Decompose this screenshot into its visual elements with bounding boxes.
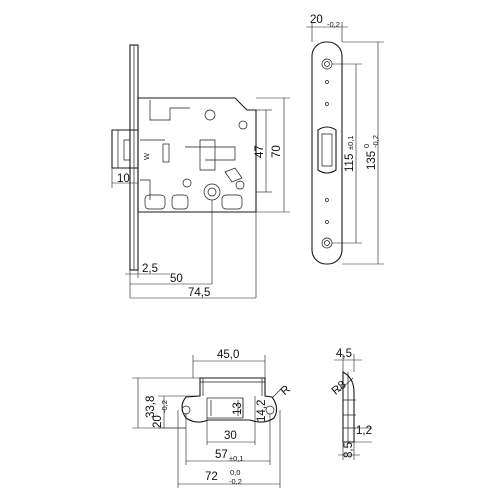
side-dim-4-5-label: 4,5 <box>336 348 352 360</box>
strike-height-label: 20 <box>152 415 164 428</box>
faceplate-hole-spacing-label: 115 <box>344 154 356 172</box>
dim-50-label: 50 <box>170 273 183 285</box>
faceplate-latch-opening <box>317 126 337 174</box>
faceplate-top-screw-hole <box>321 58 333 70</box>
faceplate-hole-spacing-tol: ±0,1 <box>346 135 355 150</box>
strike-dim-14-2-label: 14,2 <box>256 400 268 422</box>
strike-dim-45-label: 45,0 <box>217 349 239 361</box>
strike-side-profile <box>342 371 355 443</box>
dim-2-5-label: 2,5 <box>142 263 158 275</box>
strike-left-screw-hole <box>181 405 191 415</box>
faceplate-view: 20 -0,2 115 ±0,1 135 0 -0,2 <box>306 14 384 265</box>
dim-10-label: 10 <box>117 173 130 185</box>
faceplate-width-tol: -0,2 <box>327 20 340 29</box>
side-dim-8-5-label: 8,5 <box>343 442 355 458</box>
strike-side-view: 4,5 R8 1,2 8,5 <box>330 348 372 460</box>
side-radius-label: R8 <box>330 379 349 398</box>
faceplate-width-label: 20 <box>310 14 323 26</box>
faceplate-outline <box>311 41 343 265</box>
faceplate-length-tol-upper: 0 <box>362 144 371 148</box>
dim-74-5-label: 74,5 <box>188 287 210 299</box>
lock-body-view: W 47 70 10 <box>111 44 290 299</box>
side-dim-1-2-label: 1,2 <box>356 425 372 437</box>
strike-hole-spacing-tol: ±0,1 <box>229 454 244 463</box>
strike-dim-13-label: 13 <box>232 402 244 415</box>
strike-plate-outline <box>181 377 278 423</box>
strike-hole-spacing-label: 57 <box>215 449 228 461</box>
svg-text:W: W <box>142 152 151 160</box>
faceplate-length-tol-lower: -0,2 <box>371 135 380 148</box>
strike-plate-view: 45,0 33,8 20 -0,2 13 14,2 R 30 57 ±0,1 <box>132 349 293 488</box>
strike-height-tol: -0,2 <box>160 400 169 413</box>
strike-length-tol-upper: 0,0 <box>230 468 240 477</box>
strike-dim-33-8-label: 33,8 <box>145 396 157 418</box>
dim-70-label: 70 <box>271 145 283 158</box>
strike-radius-label: R <box>279 383 293 398</box>
strike-length-label: 72 <box>205 471 218 483</box>
strike-dim-30-label: 30 <box>224 430 237 442</box>
dim-47-label: 47 <box>254 145 266 158</box>
faceplate-length-label: 135 <box>366 151 378 170</box>
latch-bolt <box>111 129 138 169</box>
strike-length-tol-lower: -0,2 <box>229 477 242 486</box>
keyhole-circle <box>203 183 221 201</box>
faceplate-bottom-screw-hole <box>321 237 333 249</box>
